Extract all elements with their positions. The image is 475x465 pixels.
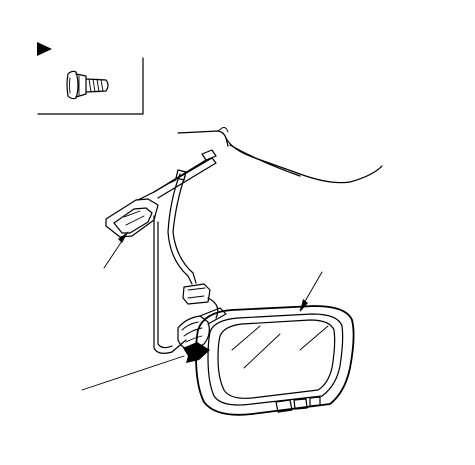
inset-frame [37,57,144,115]
wire-harness [153,169,219,354]
callout-mount-bracket [103,231,129,269]
flange-screw-icon [66,70,109,100]
mirror-body [195,305,355,416]
callout-mirror-body [299,271,323,312]
callout-connector-push [81,342,210,391]
mirror-mount-bracket [105,149,217,238]
triangle-marker-icon [37,42,52,56]
part-inset [37,42,144,115]
push-arrow-icon [183,342,210,363]
headliner [177,127,383,184]
